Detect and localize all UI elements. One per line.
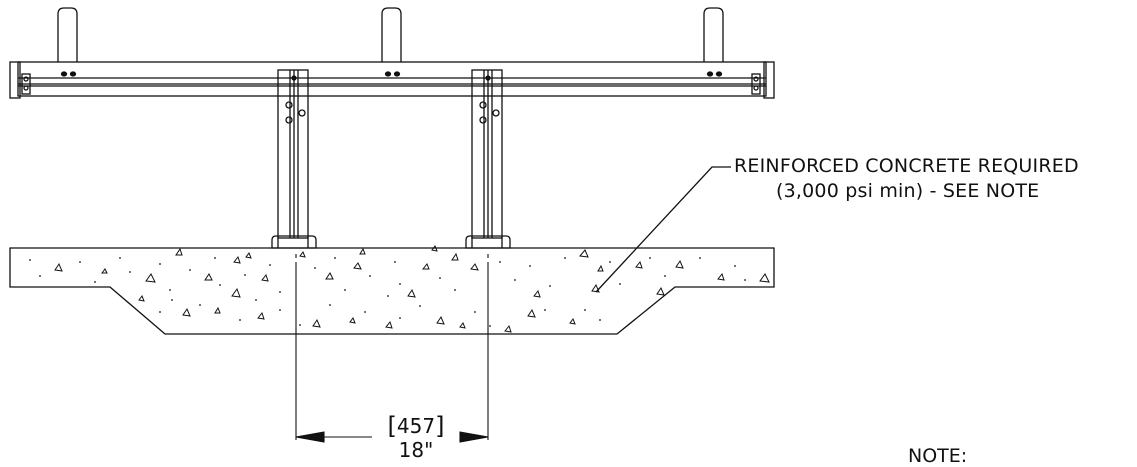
dimension-imperial: 18" [398,438,434,462]
stanchion-right [465,69,511,249]
callout-line-1: REINFORCED CONCRETE REQUIRED [734,155,1079,177]
top-post-right [703,7,724,62]
concrete-aggregate [54,244,770,333]
note-label: NOTE: [908,445,968,467]
callout-leader [595,166,731,293]
rail-bolts [60,71,723,77]
concrete-speckles [29,257,746,327]
bracket-open: [ [387,412,397,440]
dimension-line [295,431,489,443]
dimension-metric: [457] [376,411,456,440]
top-post-left [57,7,78,62]
stanchion-left [271,69,317,249]
concrete-slab [9,247,775,335]
end-cap-right [751,61,775,99]
dimension-extension-lines [295,254,489,440]
horizontal-rail [17,61,767,97]
dimension-metric-value: 457 [396,414,436,438]
top-post-center [381,7,402,62]
bracket-close: ] [435,412,445,440]
callout-line-2: (3,000 psi min) - SEE NOTE [776,180,1040,202]
end-cap-left [9,61,31,99]
